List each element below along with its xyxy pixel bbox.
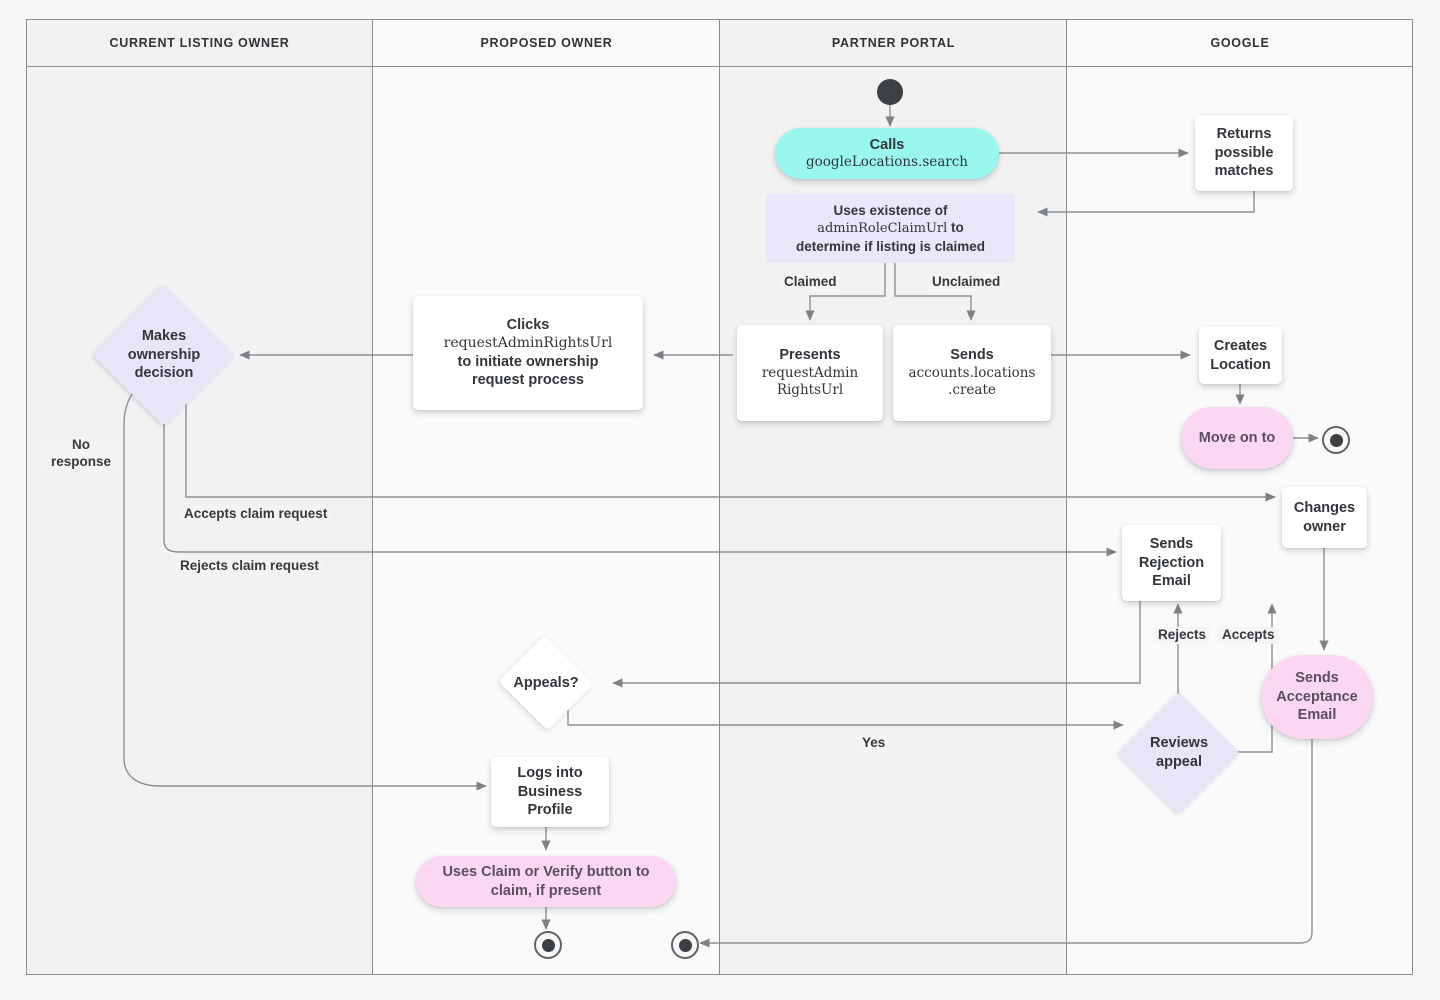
uses-claim-line1: Uses Claim or Verify button to bbox=[442, 863, 650, 880]
node-sends-rejection-email[interactable]: Sends Rejection Email bbox=[1122, 525, 1221, 601]
node-makes-ownership-decision[interactable]: Makes ownership decision bbox=[93, 284, 235, 426]
wire-no-response-to-logs-in bbox=[123, 370, 487, 791]
makes-decision-label: Makes ownership decision bbox=[127, 328, 201, 382]
wire-rejects-to-rejection-email bbox=[163, 405, 1117, 557]
edge-label-claimed: Claimed bbox=[780, 274, 841, 291]
end-terminator-google bbox=[1322, 426, 1350, 454]
lane-header-google: GOOGLE bbox=[1210, 36, 1270, 50]
lane-header-current-listing-owner: CURRENT LISTING OWNER bbox=[109, 36, 290, 50]
edge-label-unclaimed: Unclaimed bbox=[928, 274, 1005, 291]
changes-owner-label: Changes owner bbox=[1293, 499, 1356, 535]
node-creates-location[interactable]: Creates Location bbox=[1199, 327, 1282, 384]
sends-code1: accounts.locations bbox=[908, 365, 1036, 381]
uses-claim-line2: claim, if present bbox=[490, 882, 602, 899]
uses-existence-code: adminRoleClaimUrl bbox=[817, 221, 948, 237]
swimlane-header-row bbox=[26, 19, 1413, 67]
move-on-to-label: Move on to bbox=[1198, 429, 1276, 446]
node-sends-accounts-locations-create[interactable]: Sends accounts.locations .create bbox=[893, 325, 1051, 421]
edge-label-rejects-claim-request: Rejects claim request bbox=[176, 558, 323, 575]
wire-acceptance-to-end-partner bbox=[699, 734, 1313, 948]
swimlane-frame bbox=[26, 19, 1413, 975]
node-calls-line2: googleLocations.search bbox=[805, 154, 968, 171]
reviews-appeal-label: Reviews appeal bbox=[1149, 735, 1209, 770]
node-move-on-to[interactable]: Move on to bbox=[1181, 407, 1293, 469]
uses-existence-line1: Uses existence of bbox=[833, 202, 948, 218]
presents-code2: RightsUrl bbox=[776, 382, 844, 399]
presents-line1: Presents bbox=[779, 347, 841, 364]
node-logs-into-business-profile[interactable]: Logs into Business Profile bbox=[491, 757, 609, 827]
wire-uses-to-presents bbox=[805, 263, 886, 321]
node-presents-request-admin-rights-url[interactable]: Presents requestAdmin RightsUrl bbox=[737, 325, 883, 421]
sends-line1: Sends bbox=[950, 347, 994, 364]
creates-location-label: Creates Location bbox=[1210, 337, 1271, 373]
wire-rejection-email-to-appeals bbox=[612, 600, 1141, 688]
uses-existence-line3: determine if listing is claimed bbox=[795, 238, 986, 254]
clicks-line2: to initiate ownership bbox=[457, 353, 599, 370]
sends-code2: .create bbox=[948, 382, 996, 399]
lane-header-partner-portal: PARTNER PORTAL bbox=[831, 36, 956, 50]
node-clicks-request-admin-rights-url[interactable]: Clicks requestAdminRightsUrl to initiate… bbox=[413, 296, 643, 410]
clicks-line3: request process bbox=[471, 372, 584, 389]
edge-label-accepts: Accepts bbox=[1218, 627, 1279, 644]
node-changes-owner[interactable]: Changes owner bbox=[1282, 487, 1367, 548]
node-returns-possible-matches[interactable]: Returns possible matches bbox=[1195, 115, 1293, 191]
wire-uses-to-sends bbox=[894, 263, 976, 321]
sends-acceptance-label: Sends Acceptance Email bbox=[1276, 670, 1358, 724]
sends-rejection-label: Sends Rejection Email bbox=[1138, 536, 1205, 590]
edge-label-accepts-claim-request: Accepts claim request bbox=[180, 506, 332, 523]
edge-label-rejects: Rejects bbox=[1154, 627, 1211, 644]
start-terminator bbox=[877, 79, 903, 105]
lane-header-proposed-owner: PROPOSED OWNER bbox=[480, 36, 613, 50]
end-terminator-partner-portal bbox=[671, 931, 699, 959]
wire-appeals-yes-to-reviews bbox=[567, 710, 1124, 730]
node-returns-label: Returns possible matches bbox=[1214, 126, 1274, 180]
no-response-line1: No bbox=[72, 437, 90, 452]
wire-accepts-to-changes-owner bbox=[185, 400, 1276, 502]
node-uses-claim-or-verify-button[interactable]: Uses Claim or Verify button to claim, if… bbox=[416, 856, 676, 907]
logs-in-label: Logs into Business Profile bbox=[517, 765, 583, 819]
no-response-line2: response bbox=[50, 453, 112, 469]
node-appeals-decision[interactable]: Appeals? bbox=[497, 635, 595, 731]
uses-existence-line2: to bbox=[951, 220, 964, 236]
node-uses-existence-admin-role-claim-url[interactable]: Uses existence of adminRoleClaimUrl to d… bbox=[766, 194, 1015, 263]
node-reviews-appeal[interactable]: Reviews appeal bbox=[1118, 692, 1240, 814]
node-sends-acceptance-email[interactable]: Sends Acceptance Email bbox=[1261, 655, 1373, 739]
presents-code1: requestAdmin bbox=[761, 365, 859, 381]
appeals-label: Appeals? bbox=[513, 674, 579, 691]
clicks-code: requestAdminRightsUrl bbox=[443, 334, 613, 351]
edge-label-yes: Yes bbox=[858, 735, 890, 752]
wire-returns-to-uses bbox=[1037, 191, 1255, 217]
clicks-line1: Clicks bbox=[506, 317, 550, 334]
edge-label-no-response: No response bbox=[42, 437, 120, 471]
node-calls-line1: Calls bbox=[869, 136, 905, 153]
node-calls-google-locations-search[interactable]: Calls googleLocations.search bbox=[775, 128, 999, 179]
end-terminator-proposed-owner bbox=[534, 931, 562, 959]
